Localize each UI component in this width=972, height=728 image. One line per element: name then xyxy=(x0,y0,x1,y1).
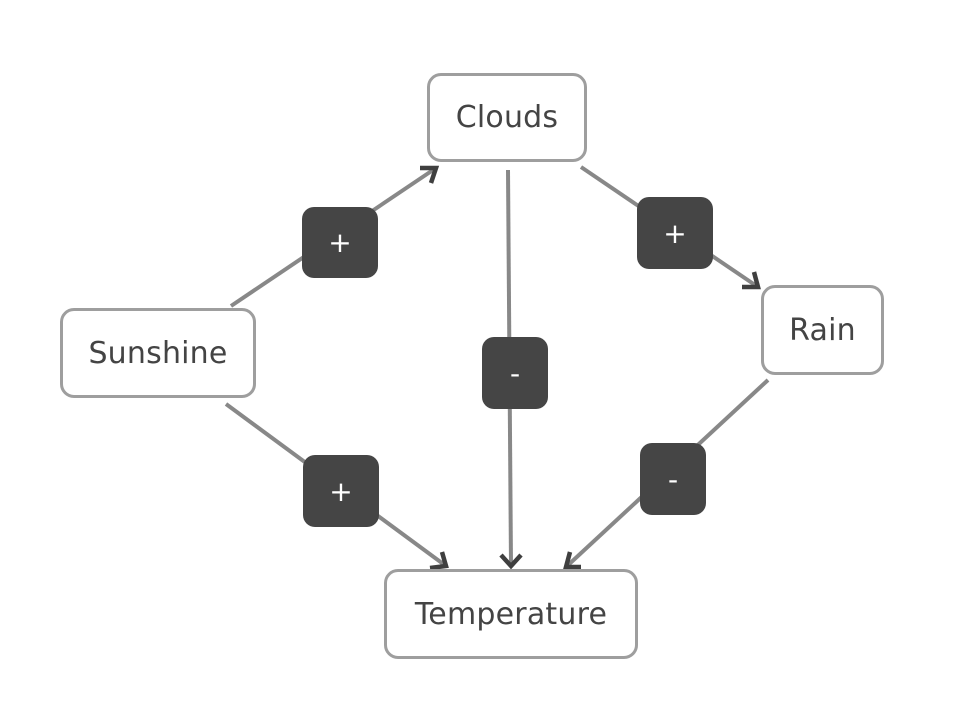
polarity-sign: - xyxy=(509,356,521,390)
polarity-badge-sunshine-temperature: + xyxy=(303,455,379,527)
node-label: Clouds xyxy=(455,100,559,135)
node-sunshine[interactable]: Sunshine xyxy=(60,308,256,398)
polarity-sign: + xyxy=(663,216,687,250)
arrow-head-icon xyxy=(742,271,761,290)
node-label: Rain xyxy=(789,312,856,348)
polarity-badge-clouds-rain: + xyxy=(637,197,713,269)
polarity-sign: + xyxy=(329,474,353,508)
polarity-badge-clouds-temperature: - xyxy=(482,337,548,409)
node-label: Temperature xyxy=(414,596,608,632)
node-clouds[interactable]: Clouds xyxy=(427,73,587,162)
node-temperature[interactable]: Temperature xyxy=(384,569,638,659)
arrow-head-icon xyxy=(499,553,523,570)
polarity-sign: + xyxy=(328,226,352,259)
arrow-head-icon xyxy=(420,165,440,184)
node-label: Sunshine xyxy=(88,335,228,371)
arrow-head-icon xyxy=(429,551,449,571)
arrow-head-icon xyxy=(563,551,581,570)
polarity-badge-rain-temperature: - xyxy=(640,443,706,515)
polarity-badge-sunshine-clouds: + xyxy=(302,207,378,278)
node-rain[interactable]: Rain xyxy=(761,285,884,375)
polarity-sign: - xyxy=(667,462,679,496)
